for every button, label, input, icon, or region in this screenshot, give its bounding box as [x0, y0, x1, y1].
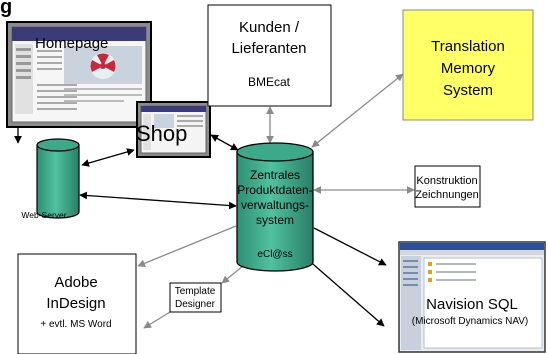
konstruktion-node: Konstruktion Zeichnungen — [414, 165, 481, 208]
central-line2: Produktdaten- — [237, 183, 312, 197]
central-sub: eCl@ss — [257, 249, 292, 260]
arrow-template-adobe — [143, 311, 171, 329]
arrow-central-adobe — [137, 225, 237, 267]
adobe-indesign-node: Adobe InDesign + evtl. MS Word — [17, 253, 137, 354]
translation-line1: Translation — [431, 38, 505, 55]
webserver-label: Web-Server — [21, 210, 66, 220]
arrow-central-navision-lower — [305, 257, 385, 327]
arrow-central-navision — [313, 227, 387, 266]
central-database-node: Zentrales Produktdaten- verwaltungs- sys… — [236, 142, 314, 272]
kunden-sub: BMEcat — [248, 75, 291, 89]
central-line1: Zentrales — [250, 168, 300, 182]
translation-memory-box — [402, 9, 534, 121]
template-line1: Template — [175, 286, 216, 297]
webserver-node: Web-Server — [21, 138, 80, 220]
arrow-translation-central — [311, 73, 404, 148]
adobe-sub: + evtl. MS Word — [40, 319, 111, 330]
konstruktion-line2: Zeichnungen — [415, 189, 479, 201]
template-line2: Designer — [175, 299, 216, 310]
arrow-shop-central — [210, 134, 239, 151]
navision-sub: (Microsoft Dynamics NAV) — [412, 316, 529, 327]
arrow-shop-webserver — [81, 148, 135, 167]
adobe-line1: Adobe — [54, 274, 97, 291]
template-designer-node: Template Designer — [169, 282, 222, 313]
corner-letter: g — [0, 0, 12, 18]
homepage-label: Homepage — [35, 35, 108, 52]
central-cylinder-top — [236, 142, 314, 162]
konstruktion-line1: Konstruktion — [416, 175, 477, 187]
adobe-line2: InDesign — [46, 295, 105, 312]
kunden-node: Kunden / Lieferanten BMEcat — [207, 4, 332, 107]
central-line3: verwaltungs- — [241, 198, 309, 212]
translation-memory-node: Translation Memory System — [402, 9, 534, 121]
translation-line3: System — [443, 82, 493, 99]
homepage-node: Homepage — [6, 21, 152, 128]
central-cylinder-body — [236, 151, 314, 272]
arrow-webserver-central — [79, 191, 237, 210]
shop-label: Shop — [136, 121, 187, 146]
kunden-line1: Kunden / — [239, 19, 300, 36]
webserver-cylinder-top — [36, 138, 80, 152]
kunden-line2: Lieferanten — [231, 40, 306, 57]
translation-line2: Memory — [441, 60, 496, 77]
navision-title: Navision SQL — [426, 296, 518, 313]
central-line4: system — [256, 213, 294, 227]
shop-node: Shop — [136, 101, 211, 158]
webserver-cylinder-body — [36, 144, 80, 219]
navision-node: Navision SQL (Microsoft Dynamics NAV) — [398, 241, 546, 353]
